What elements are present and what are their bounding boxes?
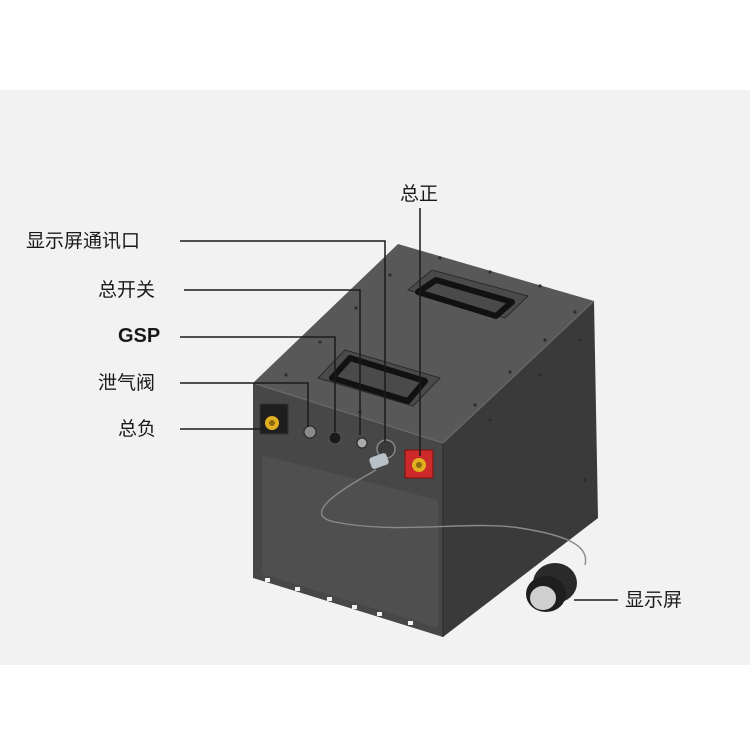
label-display-comm-port: 显示屏通讯口 — [26, 230, 141, 252]
box-front-panel — [262, 455, 438, 628]
terminal-icon — [259, 403, 289, 435]
vent-valve-icon — [303, 425, 317, 439]
label-gsp: GSP — [118, 325, 161, 347]
connector-icon — [369, 439, 396, 469]
handle-icon — [317, 349, 441, 407]
switch-icon — [356, 437, 368, 449]
label-total-positive: 总正 — [400, 183, 439, 205]
connector-icon — [328, 431, 342, 445]
label-main-switch: 总开关 — [98, 279, 156, 301]
bottom-holes — [265, 578, 413, 625]
handle-icon — [406, 269, 529, 319]
leader-lines — [180, 208, 618, 601]
display-cable — [320, 469, 587, 566]
display-screen-icon — [526, 563, 577, 612]
label-total-negative: 总负 — [118, 418, 157, 440]
label-vent-valve: 泄气阀 — [98, 372, 156, 394]
terminal-icon — [404, 449, 434, 479]
label-display-screen: 显示屏 — [625, 589, 683, 611]
box-side-face — [443, 301, 598, 637]
